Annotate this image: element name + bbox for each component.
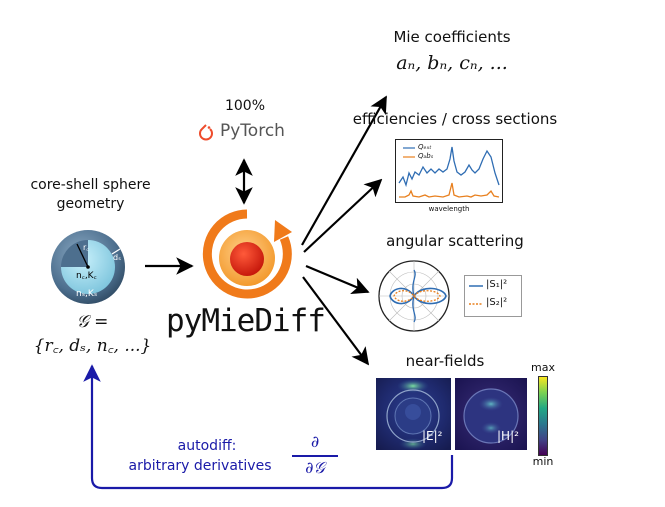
label-ds: dₛ [113, 253, 122, 262]
geometry-formula-line2: {r꜀, dₛ, n꜀, ...} [33, 336, 152, 356]
label-h: |H|² [497, 429, 519, 443]
s2-lobe [393, 290, 441, 302]
arrow-to-efficiencies [303, 178, 383, 253]
nearfield-title: near-fields [405, 352, 485, 370]
nearfield-e-svg [376, 378, 451, 450]
autodiff-frac-num: ∂ [310, 432, 320, 451]
pymiediff-logo-svg [202, 209, 292, 299]
efficiencies-title: efficiencies / cross sections [352, 110, 558, 128]
arrow-to-mie [301, 95, 387, 246]
pytorch-label: PyTorch [220, 121, 285, 141]
efficiency-plot: Qₑₓₜ Qₐbₛ wavelength [395, 139, 505, 219]
geometry-title: core-shell sphere geometry [8, 176, 173, 214]
sphere-svg [51, 230, 125, 304]
geometry-title-line2: geometry [56, 196, 125, 212]
legend-s2-line [469, 303, 483, 305]
pymiediff-logo [200, 208, 295, 303]
polar-plot [376, 258, 456, 338]
nearfield-h-map: |H|² [455, 378, 527, 450]
arrow-to-nearfield [302, 276, 370, 366]
autodiff-frac-bar [292, 455, 338, 457]
label-e: |E|² [422, 429, 443, 443]
mie-formula: aₙ, bₙ, cₙ, ... [396, 52, 508, 74]
polar-plot-svg [378, 260, 450, 332]
cbar-max: max [531, 361, 555, 374]
autodiff-line1: autodiff: [177, 438, 237, 454]
autodiff-loop-arrow [83, 364, 454, 490]
legend-ext: Qₑₓₜ [418, 143, 432, 151]
legend-abs: Qₐbₛ [418, 152, 434, 160]
label-shell: nₛ,Kₛ [76, 289, 98, 299]
abs-line [399, 182, 500, 198]
legend-s2: |S₂|² [486, 297, 508, 308]
arrow-to-angular [305, 264, 370, 294]
nearfield-e-map: |E|² [376, 378, 451, 450]
s1-side [412, 269, 416, 323]
angular-title: angular scattering [386, 232, 524, 250]
efficiency-plot-svg [395, 139, 503, 203]
autodiff-line2: arbitrary derivatives [128, 458, 272, 474]
ext-line [398, 146, 500, 188]
pymiediff-title: pyMieDiff [166, 303, 326, 339]
legend-s1: |S₁|² [486, 279, 508, 290]
efficiency-xlabel: wavelength [428, 205, 470, 213]
geometry-title-line1: core-shell sphere [30, 177, 151, 193]
pytorch-icon [199, 124, 213, 141]
geometry-formula: 𝒢 = {r꜀, dₛ, n꜀, ...} [10, 310, 175, 358]
legend-s1-line [469, 285, 483, 287]
geometry-formula-line1: 𝒢 = [76, 312, 109, 332]
autodiff-frac-den: ∂𝒢 [305, 458, 325, 477]
core-shell-sphere: r꜀ dₛ n꜀,K꜀ nₛ,Kₛ [50, 227, 130, 307]
torch-percent: 100% [224, 98, 266, 114]
colorbar [538, 376, 548, 456]
cbar-min: min [532, 455, 554, 468]
polar-legend: |S₁|² |S₂|² [464, 275, 522, 317]
nearfield-h-svg [455, 378, 527, 450]
pytorch-logo: PyTorch [198, 121, 308, 145]
label-rc: r꜀ [83, 243, 90, 252]
mie-title: Mie coefficients [393, 28, 511, 46]
label-core: n꜀,K꜀ [76, 271, 97, 281]
